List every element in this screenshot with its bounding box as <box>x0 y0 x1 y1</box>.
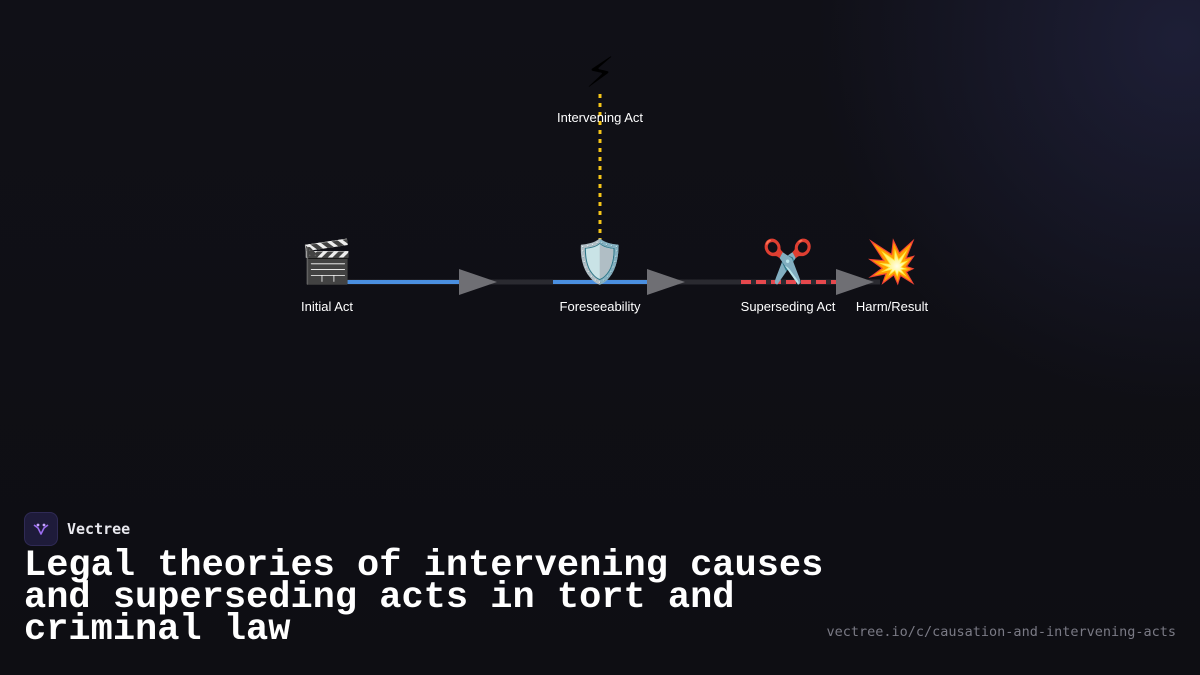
node-superseding-act: ✂️ Superseding Act <box>741 236 836 314</box>
arrowhead-icon <box>836 269 874 295</box>
node-initial-act: 🎬 Initial Act <box>301 237 354 314</box>
node-label-superseding-act: Superseding Act <box>741 299 836 314</box>
lightning-icon: ⚡ <box>585 48 615 97</box>
arrowhead-icon <box>647 269 685 295</box>
vectree-logo-icon <box>24 512 58 546</box>
shield-icon: 🛡️ <box>574 237 626 286</box>
edge-initial-to-foreseeability <box>318 269 553 295</box>
edge-superseding-to-harm <box>741 269 880 295</box>
brand-name: Vectree <box>67 520 131 538</box>
brand: Vectree <box>24 512 130 546</box>
scissors-icon: ✂️ <box>762 236 814 286</box>
node-label-harm-result: Harm/Result <box>856 299 929 314</box>
source-url: vectree.io/c/causation-and-intervening-a… <box>826 624 1177 640</box>
collision-icon: 💥 <box>866 237 918 287</box>
arrowhead-icon <box>459 269 497 295</box>
node-harm-result: 💥 Harm/Result <box>856 237 929 314</box>
node-label-initial-act: Initial Act <box>301 299 353 314</box>
node-label-intervening-act: Intervening Act <box>557 110 643 125</box>
node-label-foreseeability: Foreseeability <box>560 299 641 314</box>
node-intervening-act: ⚡ Intervening Act <box>557 48 643 125</box>
edge-foreseeability-to-superseding <box>553 269 741 295</box>
clapperboard-icon: 🎬 <box>301 237 353 286</box>
node-foreseeability: 🛡️ Foreseeability <box>560 237 641 314</box>
page-title: Legal theories of intervening causes and… <box>24 545 824 651</box>
